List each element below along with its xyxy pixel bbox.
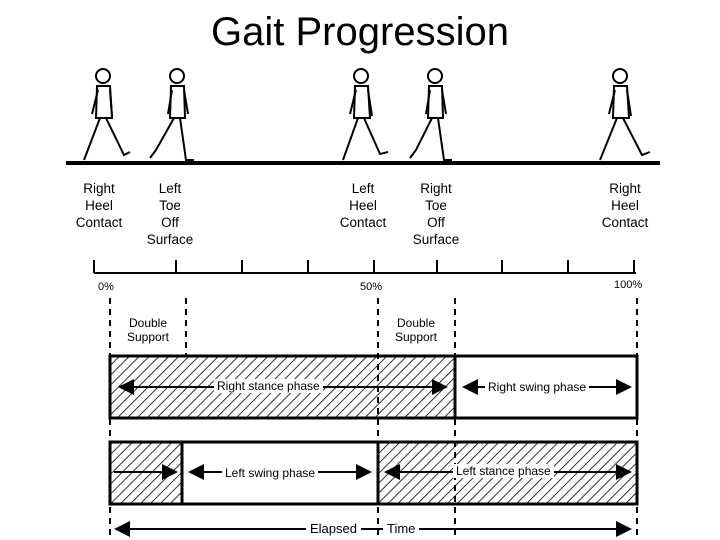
- double-support-line: Double: [114, 316, 182, 330]
- double-support-line: Double: [382, 316, 450, 330]
- walker-figure-1-right-heel-contact: [84, 69, 130, 160]
- event-label-line: Toe: [406, 197, 466, 214]
- event-label-line: Contact: [596, 214, 654, 231]
- time-label: Time: [383, 521, 419, 536]
- scale-label-start: 0%: [98, 281, 114, 293]
- walker-figure-5-right-heel-contact: [600, 69, 650, 160]
- elapsed-label: Elapsed: [306, 521, 361, 536]
- event-label-left-toe-off: Left Toe Off Surface: [140, 180, 200, 248]
- double-support-label-1: Double Support: [114, 316, 182, 344]
- walker-figure-3-left-heel-contact: [343, 69, 388, 160]
- event-label-line: Surface: [140, 231, 200, 248]
- event-label-line: Left: [334, 180, 392, 197]
- event-label-line: Contact: [334, 214, 392, 231]
- right-swing-phase-label: Right swing phase: [485, 380, 589, 394]
- left-stance-phase-label: Left stance phase: [453, 464, 554, 478]
- event-label-line: Heel: [334, 197, 392, 214]
- event-label-line: Heel: [596, 197, 654, 214]
- event-label-line: Off: [406, 214, 466, 231]
- event-label-line: Right: [70, 180, 128, 197]
- left-swing-phase-label: Left swing phase: [222, 466, 318, 480]
- event-label-right-heel-contact-1: Right Heel Contact: [70, 180, 128, 231]
- event-label-right-toe-off: Right Toe Off Surface: [406, 180, 466, 248]
- walker-figure-2-left-toe-off: [150, 69, 194, 160]
- timeline-ticks: [94, 260, 634, 273]
- event-label-line: Right: [596, 180, 654, 197]
- event-label-line: Toe: [140, 197, 200, 214]
- walker-figure-4-right-toe-off: [410, 69, 452, 160]
- double-support-label-2: Double Support: [382, 316, 450, 344]
- event-label-line: Contact: [70, 214, 128, 231]
- double-support-line: Support: [114, 330, 182, 344]
- scale-label-mid: 50%: [360, 281, 382, 293]
- event-label-right-heel-contact-2: Right Heel Contact: [596, 180, 654, 231]
- event-label-left-heel-contact: Left Heel Contact: [334, 180, 392, 231]
- event-label-line: Off: [140, 214, 200, 231]
- right-stance-phase-label: Right stance phase: [214, 379, 323, 393]
- event-label-line: Left: [140, 180, 200, 197]
- double-support-line: Support: [382, 330, 450, 344]
- scale-label-end: 100%: [614, 279, 642, 291]
- event-label-line: Surface: [406, 231, 466, 248]
- event-label-line: Right: [406, 180, 466, 197]
- event-label-line: Heel: [70, 197, 128, 214]
